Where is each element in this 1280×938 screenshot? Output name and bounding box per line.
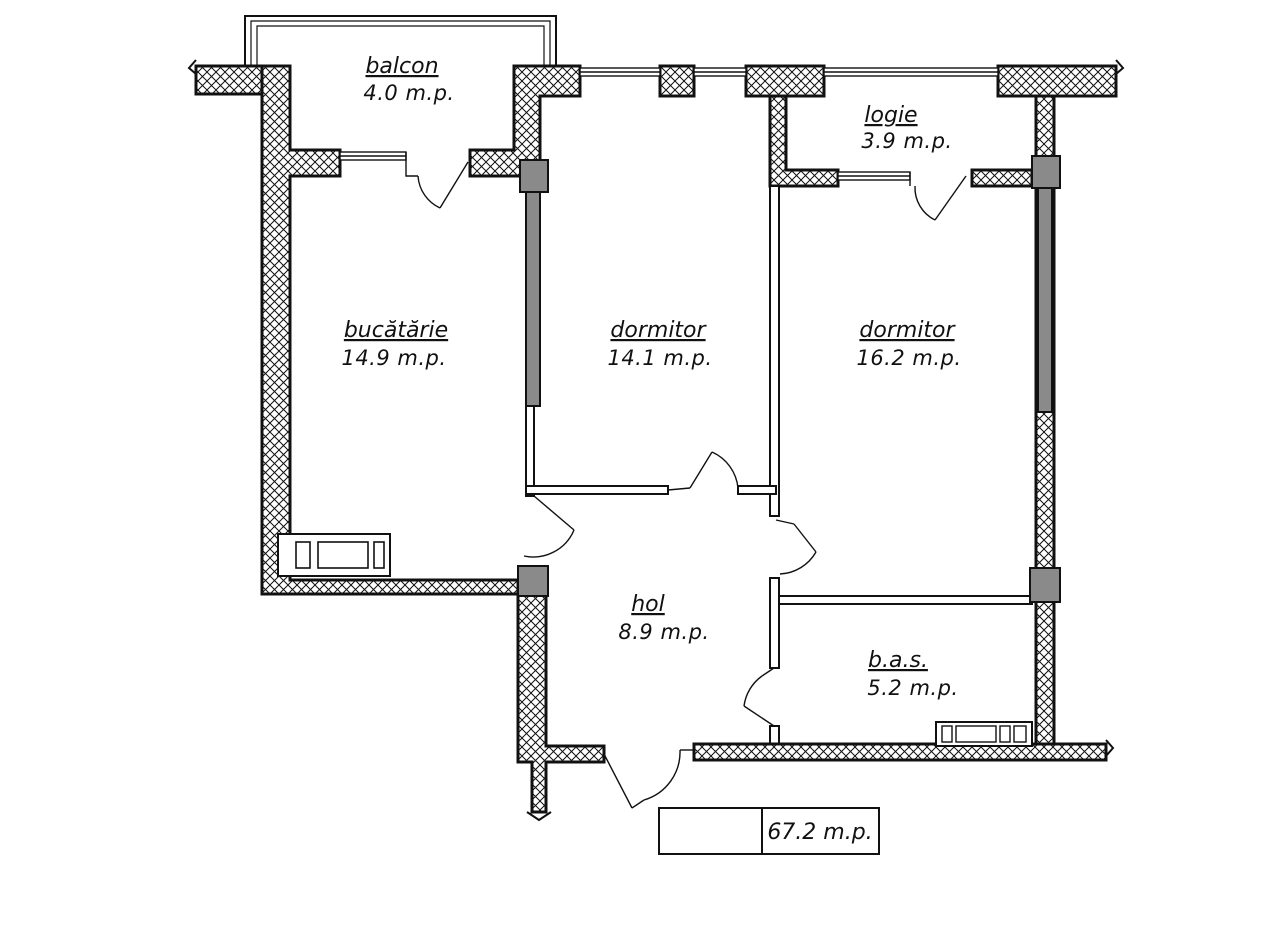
room-label-bas: b.a.s. 5.2 m.p. — [867, 648, 958, 700]
room-name: balcon — [365, 54, 438, 79]
room-name: hol — [631, 592, 665, 617]
doors — [405, 152, 967, 809]
room-area: 5.2 m.p. — [867, 676, 958, 700]
room-area: 16.2 m.p. — [856, 346, 961, 370]
room-area: 14.9 m.p. — [341, 346, 446, 370]
room-label-balcon: balcon 4.0 m.p. — [363, 54, 454, 105]
room-area: 4.0 m.p. — [363, 81, 454, 105]
room-area: 14.1 m.p. — [607, 346, 712, 370]
room-name: bucătărie — [344, 318, 448, 343]
room-name: dormitor — [859, 318, 956, 343]
room-area: 3.9 m.p. — [861, 129, 952, 153]
room-label-dormitor-2: dormitor 16.2 m.p. — [856, 318, 961, 370]
bath-vent-block — [935, 721, 1033, 747]
total-area-table: 67.2 m.p. — [658, 807, 880, 855]
room-label-hol: hol 8.9 m.p. — [618, 592, 709, 644]
room-name: b.a.s. — [868, 648, 928, 673]
columns — [517, 155, 1061, 603]
windows — [339, 67, 999, 181]
kitchen-vent-block — [277, 533, 391, 577]
room-label-bucatarie: bucătărie 14.9 m.p. — [341, 318, 448, 370]
total-area: 67.2 m.p. — [767, 820, 872, 845]
room-area: 8.9 m.p. — [618, 620, 709, 644]
room-label-logie: logie 3.9 m.p. — [861, 103, 952, 153]
balcony-railing — [244, 15, 557, 68]
room-name: logie — [864, 103, 917, 128]
walls — [187, 59, 1125, 822]
room-name: dormitor — [610, 318, 707, 343]
room-label-dormitor-1: dormitor 14.1 m.p. — [607, 318, 712, 370]
